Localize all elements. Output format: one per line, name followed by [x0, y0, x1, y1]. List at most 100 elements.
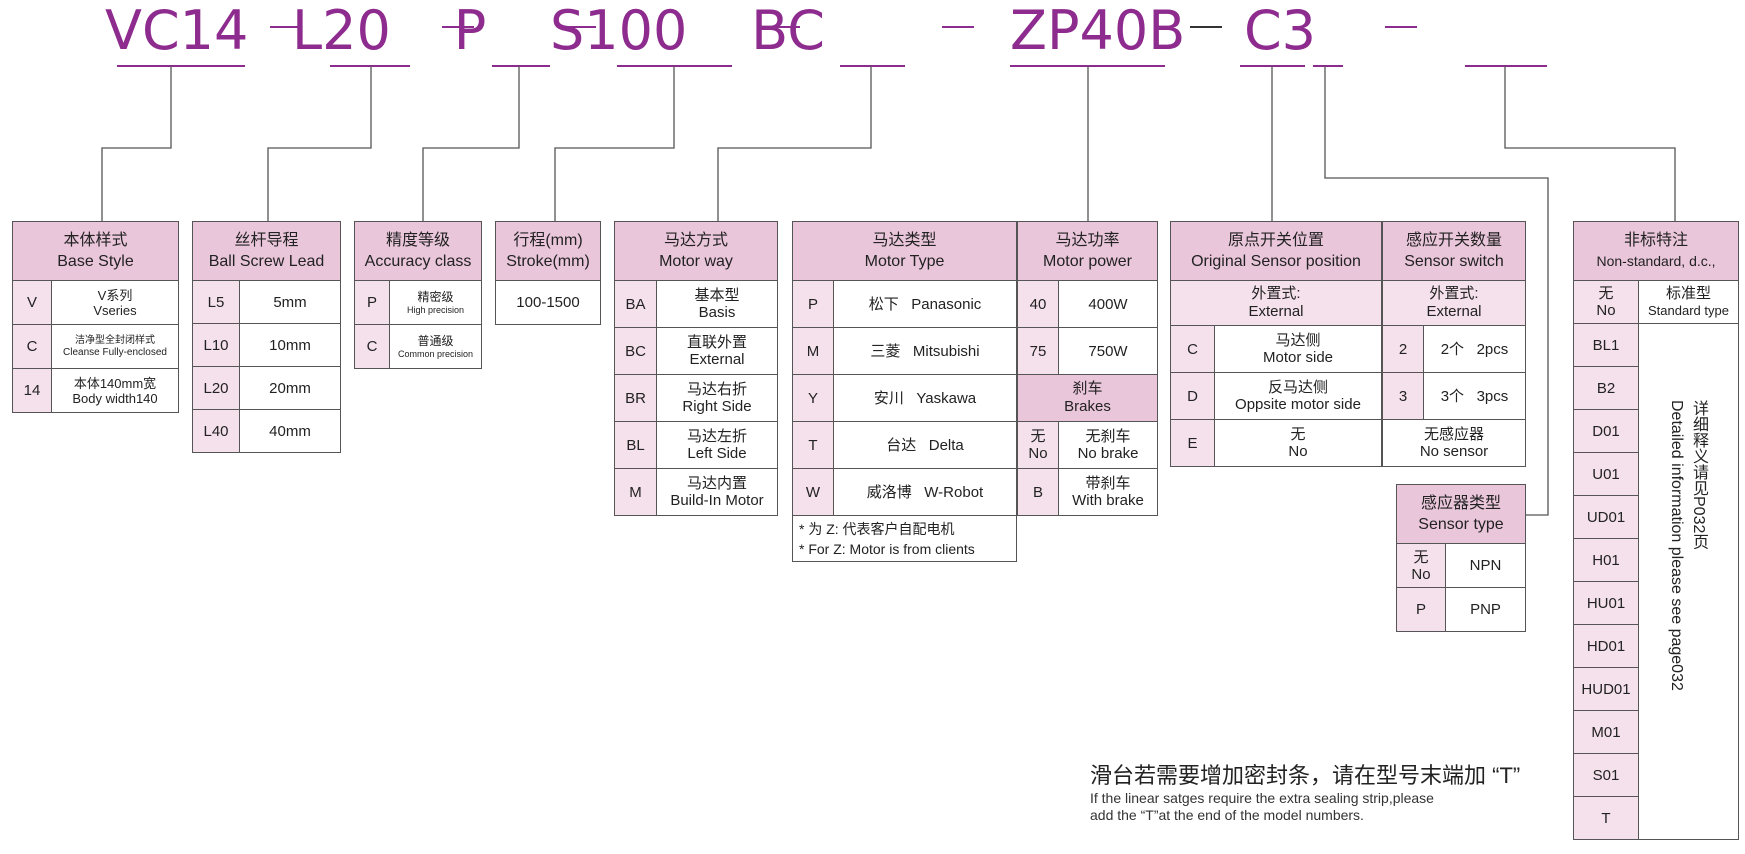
table-cell-code: HD01	[1573, 624, 1639, 668]
table-cell-code: V	[12, 280, 52, 325]
footer-note-cn: 滑台若需要增加密封条，请在型号末端加 “T”	[1090, 763, 1521, 788]
table-cell-code: C	[1170, 325, 1215, 373]
code-segment-lead: L20	[292, 0, 391, 62]
table-cell-code: C	[354, 324, 390, 369]
table-cell-desc: 2个 2pcs	[1423, 325, 1526, 373]
table-cell-code: D01	[1573, 409, 1639, 453]
code-segment-stroke: S100	[550, 0, 688, 62]
table-cell-code: U01	[1573, 452, 1639, 496]
underline	[1313, 65, 1343, 67]
code-segment-base: VC14	[105, 0, 249, 62]
non-standard-detail-cell	[1638, 323, 1739, 840]
code-segment-motor: ZP40B	[1010, 0, 1186, 62]
table-cell-code: 75	[1017, 327, 1059, 375]
footer-note: 滑台若需要增加密封条，请在型号末端加 “T” If the linear sat…	[1090, 762, 1520, 824]
table-cell-code: L20	[192, 366, 240, 410]
table-cell-code: BA	[614, 280, 657, 328]
dash-separator	[1190, 26, 1222, 28]
table-cell-value: 5mm	[239, 280, 341, 324]
table-cell-value: 20mm	[239, 366, 341, 410]
underline	[492, 65, 550, 67]
table-cell-value: PNP	[1445, 587, 1526, 632]
table-cell-code: T	[792, 421, 834, 469]
dash-separator	[270, 26, 302, 28]
table-cell-code: L40	[192, 409, 240, 453]
table-cell-code: P	[1396, 587, 1446, 632]
table-cell-value: 750W	[1058, 327, 1158, 375]
footer-note-en-2: add the “T”at the end of the model numbe…	[1090, 807, 1364, 823]
table-cell-code: 2	[1382, 325, 1424, 373]
table-cell-code: HU01	[1573, 581, 1639, 625]
table-cell-desc: 安川 Yaskawa	[833, 374, 1017, 422]
motor-type-note: * 为 Z: 代表客户自配电机* For Z: Motor is from cl…	[792, 515, 1017, 562]
dash-separator	[1385, 26, 1417, 28]
underline	[1465, 65, 1547, 67]
table-cell-code: B2	[1573, 366, 1639, 410]
table-cell-code: D	[1170, 372, 1215, 420]
table-cell-code: 14	[12, 368, 52, 413]
table-cell-code: L10	[192, 323, 240, 367]
table-cell-code: BC	[614, 327, 657, 375]
table-cell-desc: 台达 Delta	[833, 421, 1017, 469]
code-segment-accuracy: P	[453, 0, 487, 62]
table-cell-code: E	[1170, 419, 1215, 467]
table-cell-code: L5	[192, 280, 240, 324]
table-cell-desc: 3个 3pcs	[1423, 372, 1526, 420]
code-segment-motor-way: BC	[751, 0, 825, 62]
table-cell-code: M	[792, 327, 834, 375]
table-cell-code: HUD01	[1573, 667, 1639, 711]
table-cell-code: S01	[1573, 753, 1639, 797]
dash-separator	[768, 26, 800, 28]
stroke-table: 行程(mm)Stroke(mm) 100-1500	[495, 221, 601, 325]
footer-note-en-1: If the linear satges require the extra s…	[1090, 790, 1434, 806]
stroke-value: 100-1500	[495, 280, 601, 325]
dash-separator	[942, 26, 974, 28]
table-cell-code: M01	[1573, 710, 1639, 754]
underline	[330, 65, 410, 67]
table-cell-code: UD01	[1573, 495, 1639, 539]
dash-separator	[564, 26, 596, 28]
table-cell-desc: 松下 Panasonic	[833, 280, 1017, 328]
sensor-position-subheader: 外置式:External	[1170, 280, 1382, 326]
table-cell-code: 3	[1382, 372, 1424, 420]
table-cell-code: BR	[614, 374, 657, 422]
table-cell-code: C	[12, 324, 52, 369]
code-segment-sensor: C3	[1243, 0, 1317, 62]
table-cell-code: P	[792, 280, 834, 328]
dash-separator	[442, 26, 474, 28]
